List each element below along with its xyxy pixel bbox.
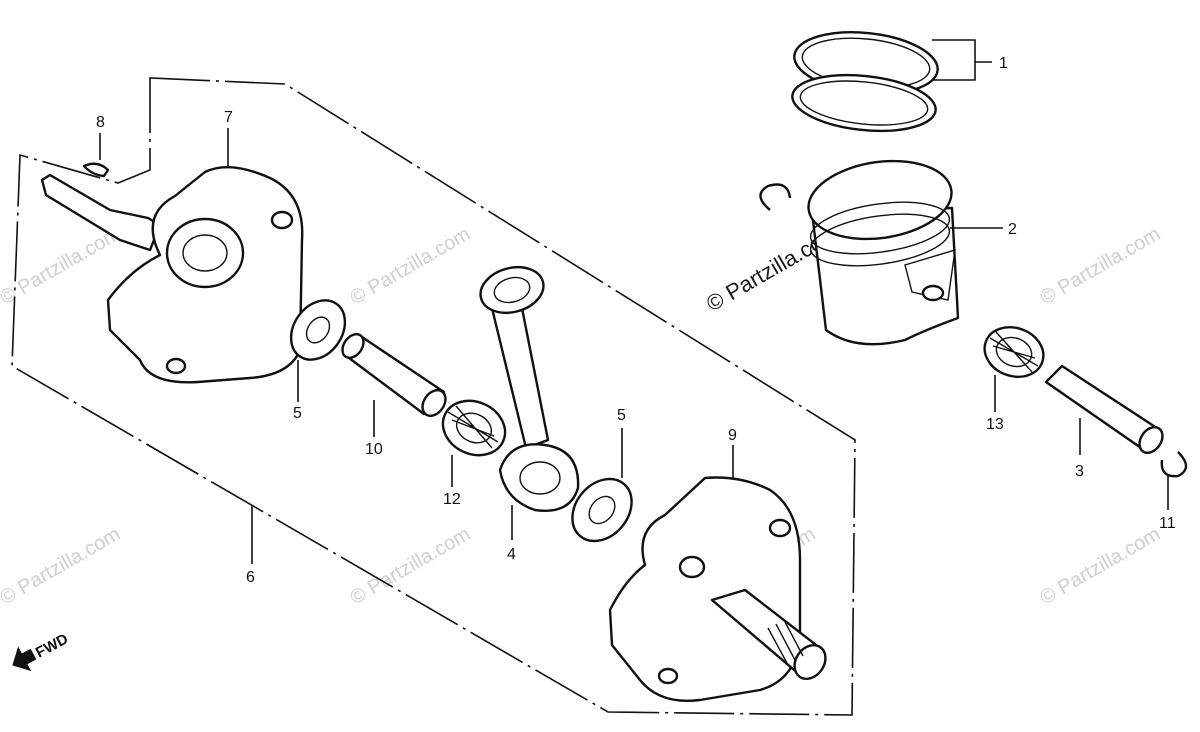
watermark-text: © Partzilla.com: [0, 523, 124, 609]
thrust-washer-right: [571, 477, 633, 543]
crankshaft-assembly-outline: [11, 77, 856, 716]
left-crank-half: [40, 166, 304, 384]
piston: [807, 159, 960, 346]
woodruff-key: [82, 162, 110, 178]
crank-pin: [341, 332, 447, 418]
right-crank-half: [608, 476, 827, 702]
forward-arrow-icon: [12, 646, 37, 672]
callout-3: 3: [1075, 463, 1084, 480]
callout-13: 13: [986, 416, 1004, 433]
callout-8: 8: [96, 114, 105, 131]
thrust-washer-left: [289, 299, 347, 361]
callout-2: 2: [1008, 221, 1017, 238]
big-end-bearing: [441, 399, 507, 457]
callout-7: 7: [224, 109, 233, 126]
small-end-bearing: [983, 326, 1045, 378]
leader-lines: [99, 39, 1169, 564]
callout-5-right: 5: [617, 407, 626, 424]
callout-9: 9: [728, 427, 737, 444]
forward-indicator: FWD: [12, 630, 71, 672]
callout-11: 11: [1159, 515, 1176, 532]
piston-pin: [1044, 364, 1164, 455]
piston-pin-clip: [759, 183, 792, 211]
callout-12: 12: [443, 491, 461, 508]
callout-10: 10: [365, 441, 383, 458]
fwd-label: FWD: [33, 630, 71, 661]
piston-rings: [791, 31, 939, 133]
callout-5-left: 5: [293, 405, 302, 422]
watermark-text: © Partzilla.com: [347, 223, 475, 309]
callout-6: 6: [246, 569, 255, 586]
callout-4: 4: [507, 546, 516, 563]
callout-1: 1: [999, 55, 1008, 72]
watermark-text: © Partzilla.com: [0, 223, 124, 309]
callout-labels: 1 2 3 4 5 5 6 7 8 9 10 11 12 13: [96, 55, 1176, 586]
watermark-text: © Partzilla.com: [1037, 523, 1165, 609]
watermark-text: © Partzilla.com: [1037, 223, 1165, 309]
connecting-rod: [479, 265, 580, 512]
piston-pin-clip-right: [1160, 451, 1188, 478]
